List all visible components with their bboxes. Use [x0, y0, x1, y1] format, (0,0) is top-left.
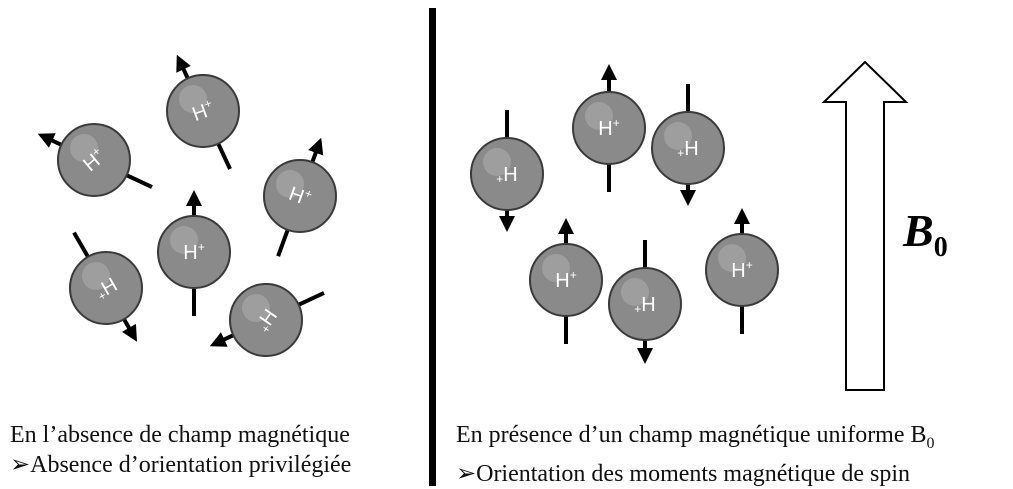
proton-highlight	[242, 294, 270, 322]
spin-arrow-head	[499, 216, 515, 232]
proton-sphere	[229, 283, 303, 357]
spin-arrow-head	[186, 190, 202, 206]
proton-label: +H	[634, 294, 655, 316]
proton-label: H+	[286, 181, 314, 211]
proton: +H	[470, 110, 544, 232]
proton-highlight	[170, 226, 198, 254]
proton-sphere	[608, 267, 682, 341]
panel-divider	[429, 8, 436, 486]
field-subscript: 0	[933, 232, 948, 263]
spin-arrow-head	[601, 64, 617, 80]
proton-label: +H	[496, 164, 517, 186]
proton-highlight	[70, 134, 98, 162]
proton-sphere	[263, 159, 337, 233]
spin-arrow-head	[734, 208, 750, 224]
caption-no-field-line2: ➢Absence d’orientation privilégiée	[10, 452, 352, 478]
proton: +H	[608, 240, 682, 364]
proton-sphere	[157, 215, 231, 289]
proton: +H	[69, 231, 143, 342]
caption-uniform-field-line1-text: En présence d’un champ magnétique unifor…	[456, 422, 927, 448]
proton-highlight	[276, 170, 304, 198]
proton-sphere	[69, 251, 143, 325]
proton-sphere	[166, 74, 240, 148]
proton: H+	[37, 123, 153, 197]
proton-highlight	[718, 244, 746, 272]
proton-label: H+	[731, 258, 752, 282]
proton-label: H+	[189, 96, 217, 126]
proton-label: H+	[555, 268, 576, 292]
proton: +H	[209, 283, 325, 357]
spin-arrow-head	[680, 190, 696, 206]
proton-sphere	[529, 243, 603, 317]
proton-sphere	[57, 123, 131, 197]
proton-sphere	[572, 91, 646, 165]
proton: H+	[529, 218, 603, 344]
proton: H+	[705, 208, 779, 334]
caption-uniform-field: En présence d’un champ magnétique unifor…	[456, 420, 935, 489]
caption-uniform-field-line1: En présence d’un champ magnétique unifor…	[456, 420, 935, 459]
proton: H+	[157, 190, 231, 316]
proton-label: +H	[677, 138, 698, 160]
proton-sphere	[470, 137, 544, 211]
proton-highlight	[82, 262, 110, 290]
field-symbol: B	[903, 205, 934, 256]
protons-random-panel: H+H+H+H++H+H	[37, 54, 337, 357]
proton-highlight	[179, 85, 207, 113]
proton: +H	[651, 84, 725, 206]
proton-sphere	[705, 233, 779, 307]
proton-highlight	[621, 278, 649, 306]
spin-arrow-head	[209, 332, 228, 347]
proton: H+	[263, 137, 337, 257]
proton-highlight	[542, 254, 570, 282]
proton: H+	[572, 64, 646, 192]
spin-arrow-head	[308, 137, 324, 156]
caption-no-field: En l’absence de champ magnétique ➢Absenc…	[10, 420, 351, 480]
proton-highlight	[585, 102, 613, 130]
spin-arrow-head	[122, 323, 137, 342]
field-b0-arrow	[821, 60, 909, 391]
caption-no-field-line1: En l’absence de champ magnétique	[10, 422, 350, 448]
proton-sphere	[651, 111, 725, 185]
protons-aligned-panel: +H H+ +H H+ +H H+	[470, 64, 779, 364]
proton-label: H+	[183, 240, 204, 264]
field-b0-label: B0	[903, 204, 948, 264]
spin-arrow-head	[637, 348, 653, 364]
spin-arrow-head	[176, 54, 191, 73]
caption-uniform-field-line2: ➢Orientation des moments magnétique de s…	[456, 460, 911, 487]
caption-uniform-field-line1-sub: 0	[926, 434, 935, 452]
proton: H+	[166, 54, 240, 170]
spin-arrow-head	[37, 133, 56, 148]
proton-label: H+	[598, 116, 619, 140]
proton-highlight	[664, 122, 692, 150]
spin-arrow-head	[558, 218, 574, 234]
proton-highlight	[483, 148, 511, 176]
